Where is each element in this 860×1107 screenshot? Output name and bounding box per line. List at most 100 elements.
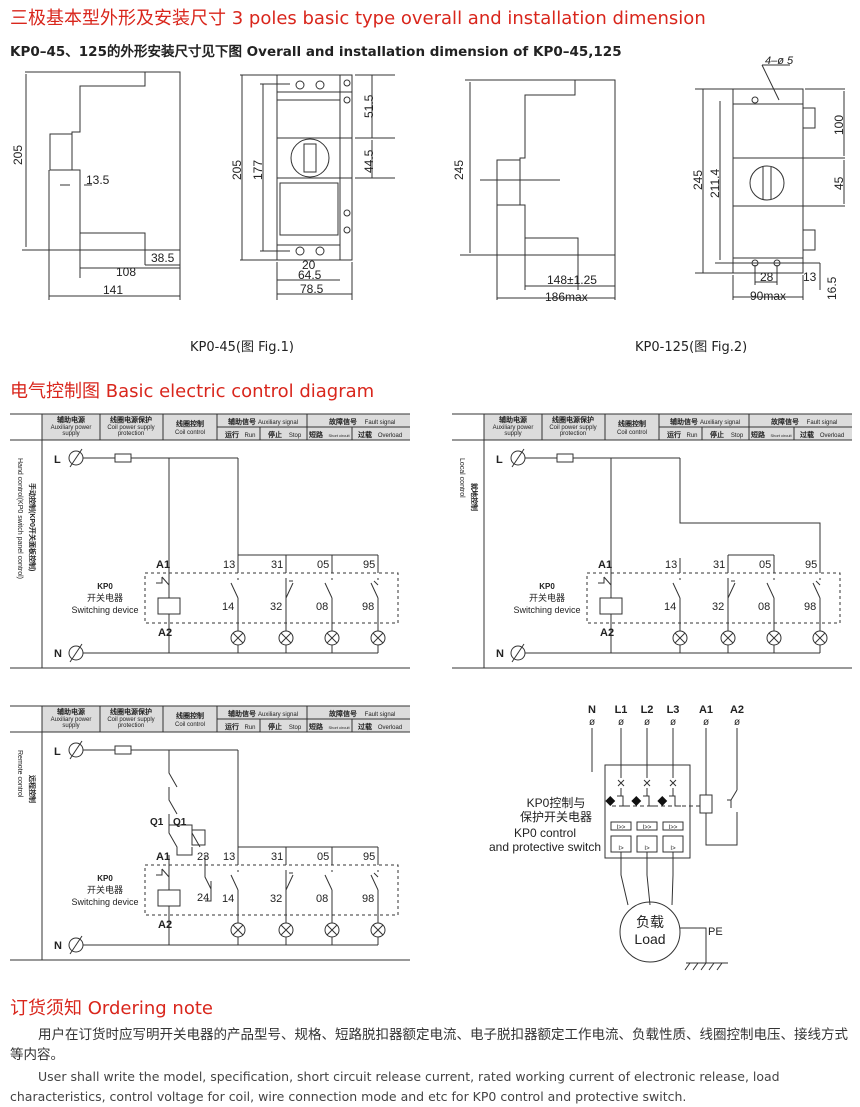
header-stop-en: Stop [289,433,302,439]
fig1-dim: 78.5 [300,282,324,296]
terminal-05: 05 [759,559,771,571]
terminal-31: 31 [271,559,283,571]
wire [452,413,852,669]
wire [324,578,333,599]
header-coil-protection-en: Coil power supply [107,425,154,431]
terminal-label-l: L [496,454,503,466]
mode-label-cn: 就地控制 [470,483,479,511]
wire [230,578,239,599]
wire [511,643,525,663]
header-fault-signal: 故障信号 [771,417,799,426]
wire [814,632,826,644]
thermal-release-label: I> [644,846,650,852]
terminal-a2: A2 [158,919,172,931]
terminal-05: 05 [317,851,329,863]
header-coil-protection: 线圈电源保护 [110,415,152,424]
wire [372,924,384,936]
device-name-cn: 开关电器 [529,592,565,603]
header-run: 运行 [667,430,681,439]
header-short-circuit-en: Short circuit [770,433,792,438]
fig1-dim: 13.5 [86,173,110,187]
wire [373,872,379,878]
header-run-en: Run [244,433,255,439]
header-overload: 过载 [358,722,372,731]
header-short-circuit-en: Short circuit [328,433,350,438]
device-name-en: Switching device [71,605,138,615]
instant-release-box [662,821,684,831]
wire [610,458,821,573]
wire [168,824,212,902]
coil-icon [599,597,623,615]
header-short-circuit: 短路 [309,430,324,439]
indicator-lamp-icon [230,630,246,646]
header-aux-power: 辅助电源 [57,415,85,424]
fig1-dim: 108 [116,265,136,279]
wire [373,580,379,586]
fig1-caption: KP0-45(图 Fig.1) [190,340,294,355]
thermal-release-label: I> [618,846,624,852]
fig1-dim: 141 [103,283,123,297]
header-run-en: Run [244,725,255,731]
fig2-front-view: 4–ø 5 245 211.4 100 45 28 13 16.5 90max [691,55,846,303]
trip-mechanism-icon [631,796,642,806]
wire [372,632,384,644]
fig1-dim: 20 [302,258,316,272]
terminal-31: 31 [713,559,725,571]
wire [643,728,655,807]
wire [285,578,294,599]
header-coil-protection-en: protection [118,723,144,729]
terminal-13: 13 [665,559,677,571]
terminal-24: 24 [197,892,209,904]
terminal-95: 95 [805,559,817,571]
header-coil-protection: 线圈电源保护 [552,415,594,424]
pe-label: PE [708,926,723,938]
device-name-cn: 开关电器 [87,592,123,603]
wire [646,852,651,906]
wire [156,573,170,653]
power-terminal-n: N [588,704,596,716]
power-terminal-l1: L1 [615,704,628,716]
wire [766,578,775,599]
fig2-dim: 13 [803,270,817,284]
instant-release-label: I>> [643,825,652,831]
terminal-05: 05 [317,559,329,571]
wire [768,632,780,644]
terminal-label-l: L [54,454,61,466]
wire [815,580,821,586]
fig1-dim: 44.5 [362,149,376,173]
fig2-hole-spec: 4–ø 5 [765,55,794,67]
wire [586,572,841,624]
wire [10,705,410,961]
wire [280,924,292,936]
wire [671,852,674,906]
fig2-dim: 211.4 [708,169,722,198]
indicator-lamp-icon [370,922,386,938]
terminal-icon: ø [589,717,595,728]
header-aux-power-en: Auxiliary power [51,717,92,723]
terminal-a2: A2 [600,627,614,639]
header-run-en: Run [686,433,697,439]
terminal-13: 13 [223,851,235,863]
fig1-side-view: 205 13.5 38.5 108 141 [11,71,181,300]
wire [669,728,681,807]
instant-release-box [610,821,632,831]
terminal-a1: A1 [598,559,612,571]
header-aux-power: 辅助电源 [57,707,85,716]
wire [230,870,239,891]
header-aux-power-en: supply [62,431,79,437]
device-model: KP0 [97,874,113,883]
terminal-icon: ø [644,717,650,728]
wire [598,573,612,653]
power-terminal-l3: L3 [667,704,680,716]
fig2-dim: 148±1.25 [547,273,597,287]
ordering-note-en: User shall write the model, specificatio… [10,1069,780,1104]
wire [69,448,83,468]
section-title-dimensions: 三极基本型外形及安装尺寸 3 poles basic type overall … [10,8,706,29]
fuse-icon [556,453,574,463]
terminal-label-n: N [54,940,62,952]
header-aux-power: 辅助电源 [499,415,527,424]
header-fault-signal-en: Fault signal [807,420,838,426]
instant-release-label: I>> [669,825,678,831]
